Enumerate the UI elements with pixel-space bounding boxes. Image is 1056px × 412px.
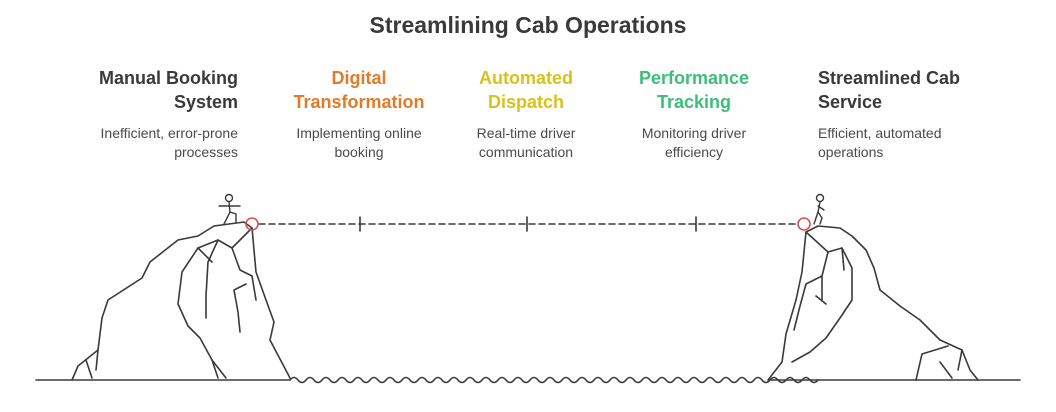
stage-automated-dispatch: Automated Dispatch Real-time driver comm… bbox=[441, 66, 611, 162]
stage-title: Automated Dispatch bbox=[441, 66, 611, 114]
stage-title-line: Streamlined Cab bbox=[818, 68, 961, 88]
end-marker bbox=[797, 217, 811, 231]
stage-desc-line: booking bbox=[334, 144, 384, 160]
page-title: Streamlining Cab Operations bbox=[369, 12, 687, 38]
stage-performance-tracking: Performance Tracking Monitoring driver e… bbox=[609, 66, 779, 162]
stage-title: Manual Booking System bbox=[68, 66, 238, 114]
person-jumping-icon bbox=[218, 193, 241, 225]
left-cliff bbox=[71, 221, 291, 381]
stage-title: Performance Tracking bbox=[609, 66, 779, 114]
stage-title-line: Manual Booking bbox=[99, 68, 238, 88]
stage-digital-transformation: Digital Transformation Implementing onli… bbox=[274, 66, 444, 162]
stage-description: Efficient, automated operations bbox=[818, 124, 988, 162]
stage-desc-line: processes bbox=[174, 144, 238, 160]
ground-line bbox=[35, 376, 1021, 384]
stage-title-line: Performance bbox=[638, 68, 750, 88]
stage-desc-line: Monitoring driver bbox=[641, 125, 747, 141]
stage-description: Real-time driver communication bbox=[441, 124, 611, 162]
stage-description: Inefficient, error-prone processes bbox=[68, 124, 238, 162]
stage-desc-line: Efficient, automated bbox=[818, 125, 942, 141]
stage-title-line: Transformation bbox=[293, 92, 425, 112]
stage-title-line: Dispatch bbox=[487, 92, 565, 112]
start-marker bbox=[245, 217, 259, 231]
stage-title-line: Digital bbox=[331, 68, 387, 88]
stage-manual-booking: Manual Booking System Inefficient, error… bbox=[68, 66, 238, 162]
water-ripples bbox=[289, 376, 819, 384]
stage-description: Implementing online booking bbox=[274, 124, 444, 162]
stage-desc-line: operations bbox=[818, 144, 884, 160]
stage-title-line: Automated bbox=[479, 68, 573, 88]
stage-desc-line: Inefficient, error-prone bbox=[100, 125, 238, 141]
stage-description: Monitoring driver efficiency bbox=[609, 124, 779, 162]
stage-desc-line: Implementing online bbox=[296, 125, 422, 141]
person-standing-icon bbox=[813, 193, 825, 225]
stage-desc-line: Real-time driver bbox=[476, 125, 576, 141]
stage-title-line: System bbox=[173, 92, 238, 112]
stage-desc-line: communication bbox=[478, 144, 574, 160]
stage-streamlined-service: Streamlined Cab Service Efficient, autom… bbox=[818, 66, 988, 162]
stage-desc-line: efficiency bbox=[664, 144, 724, 160]
stage-title-line: Service bbox=[818, 92, 883, 112]
stage-title-line: Tracking bbox=[656, 92, 732, 112]
stage-title: Digital Transformation bbox=[274, 66, 444, 114]
stage-title: Streamlined Cab Service bbox=[818, 66, 988, 114]
right-cliff bbox=[767, 225, 979, 381]
